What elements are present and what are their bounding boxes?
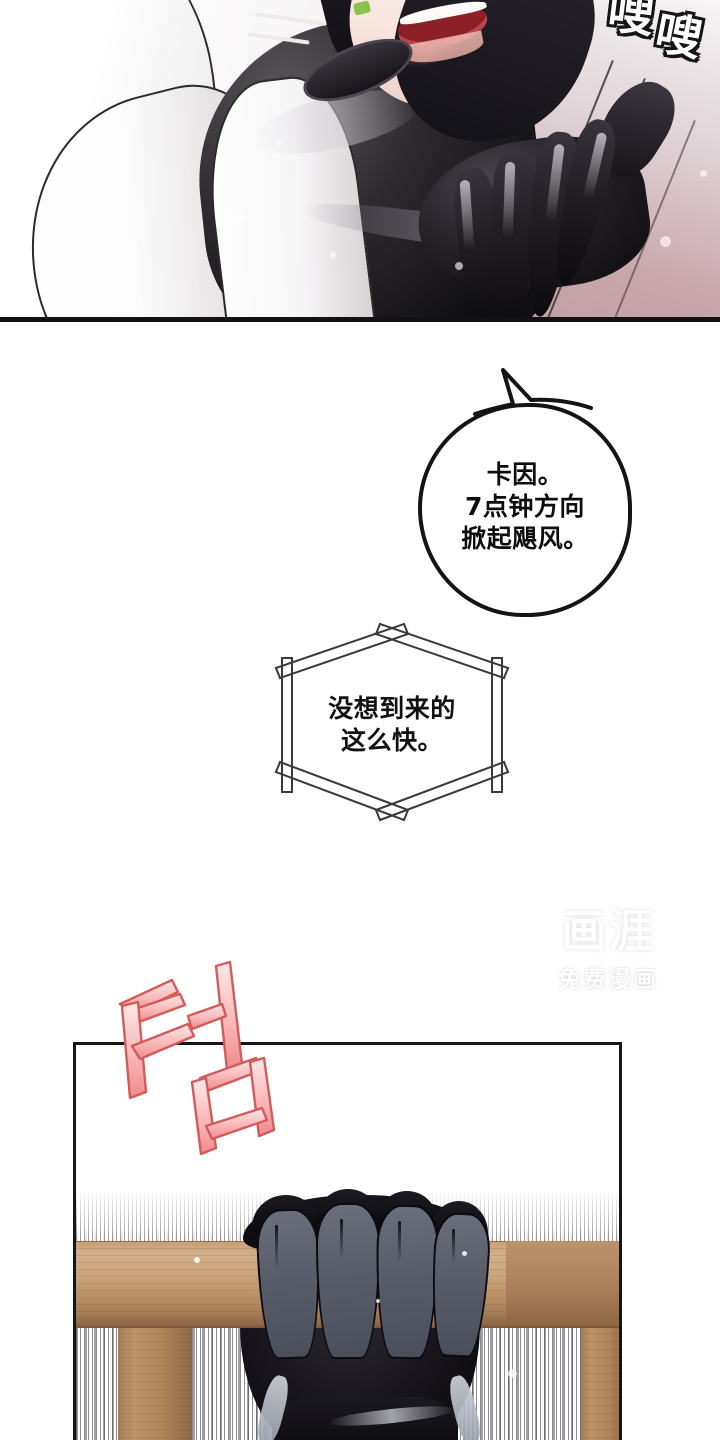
whoosh-sfx: 嗖 嗖 bbox=[605, 0, 707, 67]
glove-crease bbox=[275, 1225, 278, 1269]
hex-caption-frame bbox=[274, 622, 510, 822]
dust-speck bbox=[330, 252, 336, 258]
wood-grain bbox=[118, 1325, 192, 1440]
hex-caption-box: 没想到来的 这么快。 bbox=[258, 616, 526, 834]
watermark-sub-text: 免费漫画 bbox=[558, 967, 658, 993]
panel-bottom bbox=[73, 1042, 622, 1440]
dust-speck bbox=[660, 236, 671, 247]
hex-caption-text-wrap: 没想到来的 这么快。 bbox=[258, 616, 526, 834]
watermark-logo-text: 画涯 bbox=[561, 904, 655, 958]
whoosh-sfx-char: 嗖 bbox=[651, 5, 707, 67]
speech-bubble-text: 卡因。 7点钟方向 掀起飓风。 bbox=[461, 460, 589, 553]
speech-bubble: 卡因。 7点钟方向 掀起飓风。 bbox=[418, 403, 632, 617]
panel-top: 嗖 嗖 bbox=[0, 0, 720, 322]
dust-speck bbox=[508, 1369, 517, 1378]
wood-post bbox=[118, 1325, 192, 1440]
site-watermark: 画涯 免费漫画 bbox=[528, 908, 688, 994]
whoosh-sfx-char: 嗖 bbox=[605, 0, 658, 44]
glove-finger-pad bbox=[374, 1204, 440, 1360]
glove-crease bbox=[340, 1219, 343, 1259]
dust-speck bbox=[700, 170, 707, 177]
dust-speck bbox=[276, 140, 281, 145]
hex-caption-text: 没想到来的 这么快。 bbox=[328, 693, 456, 756]
glove-crease bbox=[452, 1229, 455, 1263]
wood-post bbox=[581, 1325, 619, 1440]
dust-speck bbox=[376, 1299, 380, 1303]
wood-beam-end bbox=[506, 1241, 619, 1325]
wood-grain bbox=[581, 1325, 619, 1440]
dust-speck bbox=[236, 214, 245, 223]
dust-speck bbox=[455, 262, 463, 270]
glove-crease bbox=[398, 1221, 401, 1263]
dust-speck bbox=[462, 1251, 467, 1256]
dust-speck bbox=[194, 1257, 200, 1263]
glove-finger-pad bbox=[316, 1203, 380, 1359]
